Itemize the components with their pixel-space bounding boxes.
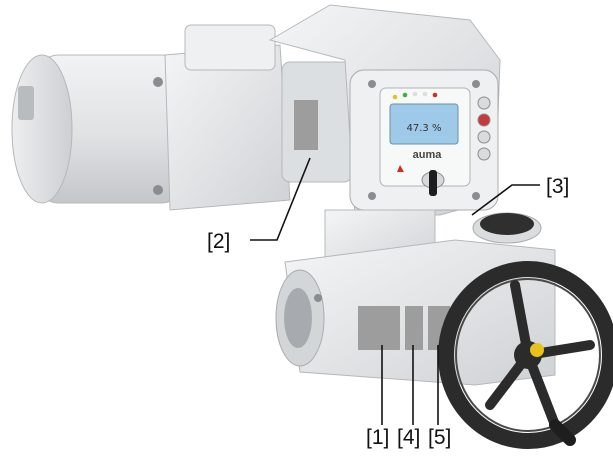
indicator-light-icon <box>412 91 418 97</box>
bolt-icon <box>368 192 376 200</box>
nameplate-1 <box>358 306 400 350</box>
warning-icon <box>397 165 404 172</box>
lcd-display <box>389 103 459 145</box>
lcd-value: 47.3 % <box>407 123 442 134</box>
nameplate-4 <box>405 306 423 350</box>
callout-label-3: [3] <box>546 175 569 198</box>
push-button-open-icon <box>477 96 491 110</box>
indicator-light-icon <box>422 91 428 97</box>
selector-switch-icon <box>429 170 437 196</box>
push-button-close-icon <box>477 130 491 144</box>
motor-plug-icon <box>18 86 34 120</box>
callout-label-4: [4] <box>397 426 420 449</box>
handwheel <box>438 261 613 449</box>
control-unit: 47.3 % auma <box>268 4 501 216</box>
bolt-icon <box>472 192 480 200</box>
bolt-icon <box>153 185 163 195</box>
indicator-cover-icon <box>480 213 534 235</box>
callout-label-1: [1] <box>366 426 389 449</box>
leader-line-2 <box>250 157 311 241</box>
push-button-stop-icon <box>477 113 491 127</box>
nameplate-2 <box>294 100 318 150</box>
motor-flange <box>153 24 291 211</box>
callout-labels: [2] [3] [1] [4] [5] <box>207 175 569 449</box>
motor <box>11 54 181 204</box>
connector-block <box>281 61 353 183</box>
callout-lines <box>250 157 540 425</box>
indicator-light-icon <box>402 92 408 98</box>
indicator-light-icon <box>392 94 398 100</box>
bolt-icon <box>472 80 480 88</box>
electrical-connection-icon <box>284 288 312 348</box>
bolt-icon <box>314 294 322 302</box>
handwheel-knob-icon <box>530 343 544 357</box>
bolt-icon <box>153 77 163 87</box>
indicator-light-icon <box>432 92 438 98</box>
bolt-icon <box>368 80 376 88</box>
push-button-reset-icon <box>477 147 491 161</box>
brand-logo: auma <box>413 149 443 161</box>
callout-label-5: [5] <box>428 426 451 449</box>
leader-line-3 <box>471 184 540 216</box>
crank-handle-icon <box>549 419 576 446</box>
callout-label-2: [2] <box>207 230 230 253</box>
